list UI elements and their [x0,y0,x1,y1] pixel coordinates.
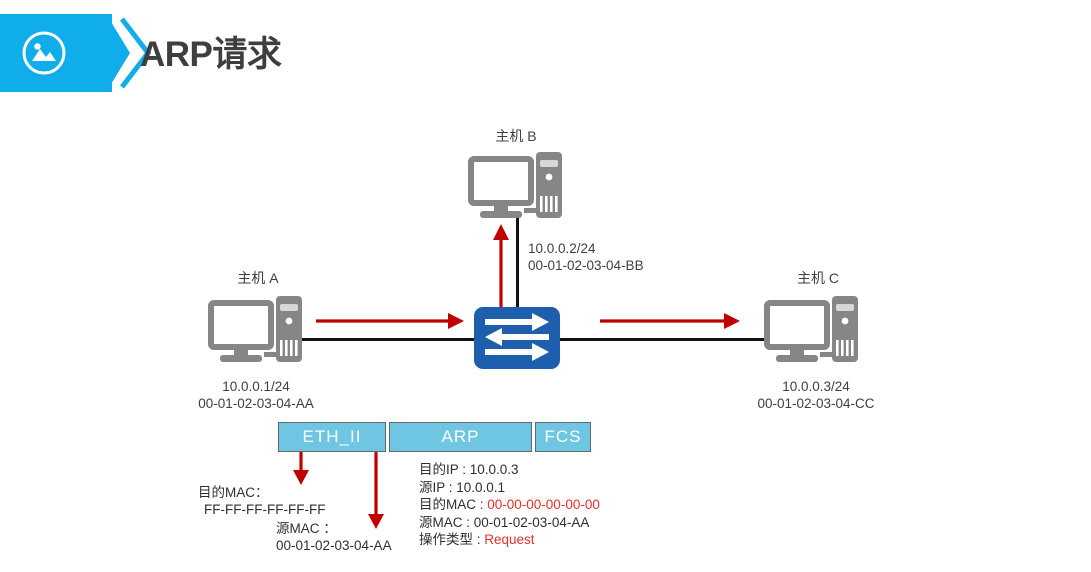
arp-field-value: Request [484,532,535,547]
frame-cell-fcs: FCS [535,422,591,452]
arrow-switch-to-c [600,310,742,332]
host-c-address: 10.0.0.3/24 00-01-02-03-04-CC [756,378,876,412]
arp-field-row: 操作类型 : Request [419,531,600,549]
arp-field-value: 00-01-02-03-04-AA [473,514,590,530]
arp-field-value: 00-00-00-00-00-00 [487,497,600,512]
header-banner [0,14,340,92]
banner-chevron-outline [118,16,152,90]
arp-field-row: 目的MAC : 00-00-00-00-00-00 [419,496,600,514]
frame-structure-bar: ETH_II ARP FCS [278,422,591,452]
host-a-icon [208,296,304,370]
host-c-icon [764,296,860,370]
arrow-to-host-b [490,222,512,318]
arp-field-row: 目的IP : 10.0.0.3 [419,461,600,479]
src-mac-value: 00-01-02-03-04-AA [276,538,392,553]
host-b-address: 10.0.0.2/24 00-01-02-03-04-BB [528,240,644,274]
host-a-label: 主机 A [237,270,279,286]
dest-mac-value: FF-FF-FF-FF-FF-FF [204,502,326,517]
src-mac-title: 源MAC ： [276,521,337,536]
host-c-ip: 10.0.0.3/24 [782,379,850,394]
arp-field-value: 10.0.0.3 [469,462,519,477]
arp-field-label: 操作类型 : [419,532,485,547]
arrow-to-dest-mac [291,452,311,486]
arrow-a-to-switch [316,310,466,332]
host-a-address: 10.0.0.1/24 00-01-02-03-04-AA [196,378,316,412]
arp-field-row: 源IP : 10.0.0.1 [419,479,600,497]
src-mac-annotation: 源MAC ： 00-01-02-03-04-AA [276,520,392,554]
host-c-label: 主机 C [797,270,839,286]
host-b-mac: 00-01-02-03-04-BB [528,258,644,273]
host-a-mac: 00-01-02-03-04-AA [198,396,314,411]
page-title: ARP请求 [140,35,282,74]
host-b-ip: 10.0.0.2/24 [528,241,596,256]
arp-field-label: 目的IP : [419,462,470,477]
link-switch-b [516,218,519,340]
photo-icon [21,30,67,76]
arp-field-value: 10.0.0.1 [456,479,506,495]
dest-mac-title: 目的MAC： [198,485,269,500]
arp-field-label: 源IP : [419,479,457,495]
link-a-switch [300,338,480,341]
dest-mac-annotation: 目的MAC： FF-FF-FF-FF-FF-FF [198,484,325,518]
arp-fields-annotation: 目的IP : 10.0.0.3 源IP : 10.0.0.1 目的MAC : 0… [419,461,600,549]
arp-field-label: 源MAC : [419,514,474,530]
host-a-ip: 10.0.0.1/24 [222,379,290,394]
arp-field-label: 目的MAC : [419,497,488,512]
arrow-to-src-mac [366,452,386,530]
frame-cell-eth: ETH_II [278,422,386,452]
host-b-icon [468,152,564,226]
host-c-mac: 00-01-02-03-04-CC [757,396,875,411]
link-switch-c [552,338,764,341]
network-switch [474,307,560,369]
frame-cell-arp: ARP [389,422,532,452]
host-b-label: 主机 B [495,128,537,144]
arp-field-row: 源MAC : 00-01-02-03-04-AA [419,514,600,532]
